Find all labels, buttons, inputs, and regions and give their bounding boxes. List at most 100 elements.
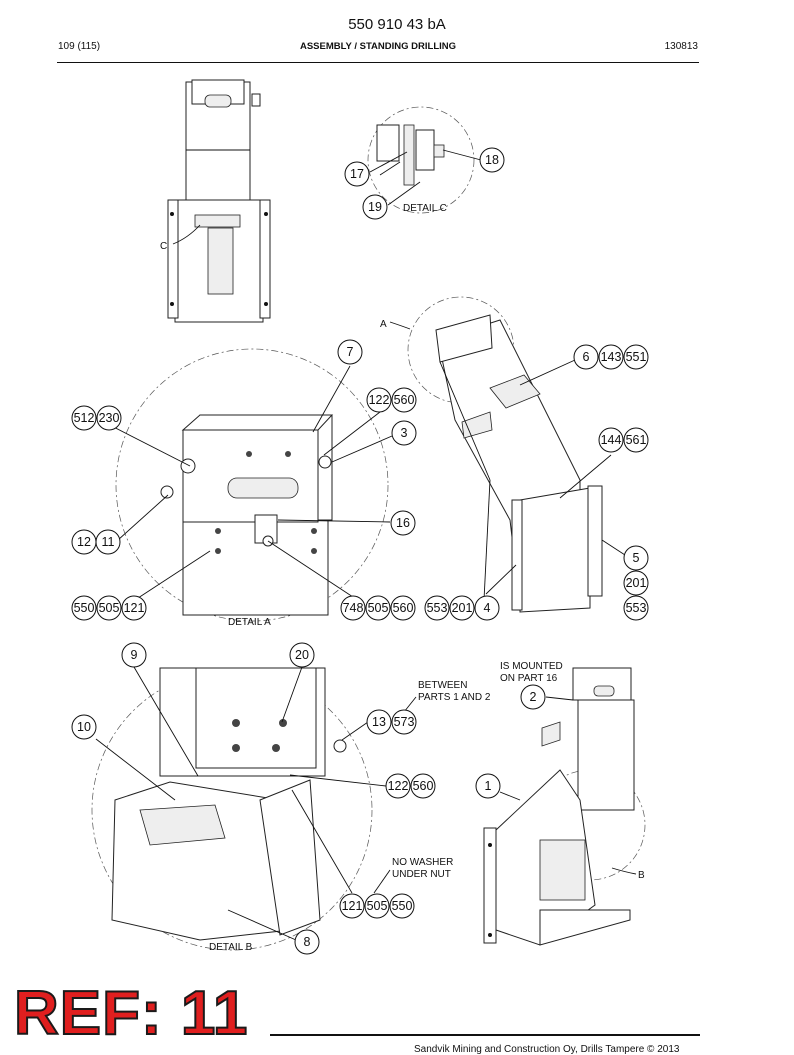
detail-c-reference: C <box>160 241 167 252</box>
callout-9: 9 <box>121 642 147 668</box>
svg-text:6: 6 <box>583 350 590 364</box>
svg-text:560: 560 <box>393 601 414 615</box>
callout-550-a: 550 <box>71 595 97 621</box>
svg-text:121: 121 <box>124 601 145 615</box>
callout-1: 1 <box>475 773 501 799</box>
note-between-line1: BETWEEN <box>418 680 467 691</box>
svg-text:12: 12 <box>77 535 91 549</box>
note-mounted-line1: IS MOUNTED <box>500 661 563 672</box>
svg-text:1: 1 <box>485 779 492 793</box>
callout-3: 3 <box>391 420 417 446</box>
callout-16: 16 <box>390 510 416 536</box>
callout-13: 13 <box>366 709 392 735</box>
svg-text:2: 2 <box>530 690 537 704</box>
callout-573: 573 <box>391 709 417 735</box>
note-between-line2: PARTS 1 AND 2 <box>418 692 491 703</box>
callout-561: 561 <box>623 427 649 453</box>
detail-b-view <box>91 667 373 951</box>
svg-text:561: 561 <box>626 433 647 447</box>
svg-text:573: 573 <box>394 715 415 729</box>
svg-text:144: 144 <box>601 433 622 447</box>
callout-2: 2 <box>520 684 546 710</box>
document-date: 130813 <box>664 41 698 52</box>
svg-text:560: 560 <box>394 393 415 407</box>
svg-text:9: 9 <box>131 648 138 662</box>
bottom-right-assembly <box>483 667 646 946</box>
callout-144: 144 <box>598 427 624 453</box>
svg-text:505: 505 <box>367 899 388 913</box>
detail-b-reference: B <box>638 870 645 881</box>
callout-6: 6 <box>573 344 599 370</box>
svg-text:122: 122 <box>369 393 390 407</box>
callout-122-a: 122 <box>366 387 392 413</box>
svg-text:553: 553 <box>427 601 448 615</box>
svg-text:19: 19 <box>368 200 382 214</box>
callout-230: 230 <box>96 405 122 431</box>
callout-553-a: 553 <box>424 595 450 621</box>
callout-560-b: 560 <box>390 595 416 621</box>
callout-20: 20 <box>289 642 315 668</box>
header-divider <box>57 62 699 63</box>
svg-text:8: 8 <box>304 935 311 949</box>
callout-4: 4 <box>474 595 500 621</box>
svg-text:18: 18 <box>485 153 499 167</box>
svg-text:201: 201 <box>452 601 473 615</box>
page-number: 109 (115) <box>58 41 101 52</box>
callout-121-a: 121 <box>121 595 147 621</box>
svg-text:512: 512 <box>74 411 95 425</box>
callout-505-c: 505 <box>364 893 390 919</box>
callout-121-b: 121 <box>339 893 365 919</box>
footer-copyright: Sandvik Mining and Construction Oy, Dril… <box>414 1044 680 1055</box>
detail-a-view <box>115 348 389 622</box>
svg-text:550: 550 <box>392 899 413 913</box>
callout-122-b: 122 <box>385 773 411 799</box>
svg-text:553: 553 <box>626 601 647 615</box>
svg-text:550: 550 <box>74 601 95 615</box>
svg-text:748: 748 <box>343 601 364 615</box>
svg-text:20: 20 <box>295 648 309 662</box>
svg-text:5: 5 <box>633 551 640 565</box>
leader-lines <box>95 359 626 941</box>
footer-divider <box>270 1034 700 1036</box>
detail-c-view <box>367 106 475 214</box>
callout-5: 5 <box>623 545 649 571</box>
callout-8: 8 <box>294 929 320 955</box>
callout-560-c: 560 <box>410 773 436 799</box>
callout-505-a: 505 <box>96 595 122 621</box>
overview-view-top <box>167 79 271 323</box>
callout-505-b: 505 <box>365 595 391 621</box>
svg-text:505: 505 <box>368 601 389 615</box>
svg-text:17: 17 <box>350 167 364 181</box>
callout-560-a: 560 <box>391 387 417 413</box>
svg-text:4: 4 <box>484 601 491 615</box>
callout-201-a: 201 <box>449 595 475 621</box>
svg-text:560: 560 <box>413 779 434 793</box>
callout-550-b: 550 <box>389 893 415 919</box>
detail-a-caption: DETAIL A <box>228 617 271 628</box>
svg-text:16: 16 <box>396 516 410 530</box>
svg-text:3: 3 <box>401 426 408 440</box>
callout-18: 18 <box>479 147 505 173</box>
callout-7: 7 <box>337 339 363 365</box>
svg-text:13: 13 <box>372 715 386 729</box>
document-number: 550 910 43 bA <box>348 16 446 33</box>
callout-10: 10 <box>71 714 97 740</box>
callout-19: 19 <box>362 194 388 220</box>
isometric-assembly <box>407 296 603 613</box>
callout-201-b: 201 <box>623 570 649 596</box>
svg-text:10: 10 <box>77 720 91 734</box>
svg-text:201: 201 <box>626 576 647 590</box>
callout-143: 143 <box>598 344 624 370</box>
detail-b-caption: DETAIL B <box>209 942 253 953</box>
svg-text:230: 230 <box>99 411 120 425</box>
callout-17: 17 <box>344 161 370 187</box>
section-title: ASSEMBLY / STANDING DRILLING <box>299 41 457 52</box>
svg-text:121: 121 <box>342 899 363 913</box>
detail-a-reference: A <box>380 319 387 330</box>
note-washer-line1: NO WASHER <box>392 857 453 868</box>
svg-text:551: 551 <box>626 350 647 364</box>
callout-551: 551 <box>623 344 649 370</box>
callout-512: 512 <box>71 405 97 431</box>
detail-c-caption: DETAIL C <box>403 203 447 214</box>
